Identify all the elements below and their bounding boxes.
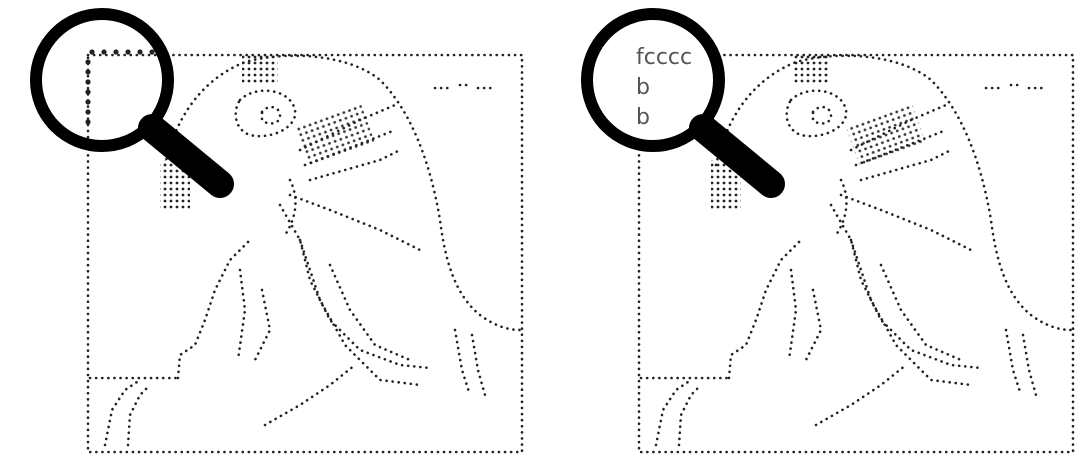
braille-art-panel-left	[30, 8, 524, 454]
braille-art-panel-right: fcccc b b	[541, 0, 1082, 466]
dotted-feather-5	[278, 203, 432, 370]
magnifying-glass-icon	[581, 8, 785, 198]
dotted-feather-3	[308, 148, 402, 182]
dotted-claw-1	[453, 328, 472, 397]
dotted-feather-4	[288, 193, 422, 252]
dotted-head-outline	[714, 54, 1075, 332]
dotted-feather-11	[834, 178, 848, 237]
dotted-claw-2	[1021, 333, 1038, 397]
zoom-text-line-1: fcccc	[636, 45, 693, 70]
dotted-frame	[637, 53, 1075, 454]
dotted-eye	[234, 89, 297, 138]
dotted-claw-1	[1004, 328, 1023, 397]
dotted-claw-2	[470, 333, 487, 397]
dotted-feather-5	[829, 203, 983, 370]
dotted-marks	[984, 83, 1045, 90]
dense-crest-patch	[793, 55, 829, 83]
dotted-feather-8	[236, 268, 247, 362]
dotted-feather-6	[298, 238, 422, 387]
dotted-feather-11	[283, 178, 297, 237]
dotted-feather-7	[879, 263, 963, 362]
dotted-pupil	[811, 105, 833, 125]
dense-feather-patch	[846, 104, 926, 166]
zoom-text-line-2: b	[636, 75, 650, 100]
dotted-claw-4	[677, 383, 703, 447]
dotted-pupil	[260, 105, 282, 125]
zoomed-dots	[85, 49, 155, 125]
dotted-eye	[785, 89, 848, 138]
dotted-feather-4	[839, 193, 973, 252]
dotted-feather-10	[814, 363, 908, 427]
dotted-feather-3	[859, 148, 953, 182]
dotted-bird-artwork	[581, 8, 1075, 454]
dotted-claw-3	[654, 378, 693, 447]
lens-background	[593, 20, 713, 140]
dotted-neck-line	[176, 238, 252, 380]
dotted-claw-3	[103, 378, 142, 447]
dotted-feather-10	[263, 363, 357, 427]
dotted-feather-9	[804, 288, 823, 362]
dotted-claw-4	[126, 383, 152, 447]
dotted-marks	[433, 83, 494, 90]
dense-feather-patch	[295, 104, 375, 166]
dotted-frame	[86, 53, 524, 454]
dotted-bird-artwork	[30, 8, 524, 454]
magnifying-glass-icon	[30, 8, 234, 198]
dotted-neck-line	[727, 238, 803, 380]
dotted-feather-7	[328, 263, 412, 362]
dotted-feather-6	[849, 238, 973, 387]
zoom-text-line-3: b	[636, 105, 650, 130]
dotted-head-outline	[163, 54, 524, 332]
dotted-feather-8	[787, 268, 798, 362]
dense-crest-patch	[242, 55, 278, 83]
dotted-feather-9	[253, 288, 272, 362]
